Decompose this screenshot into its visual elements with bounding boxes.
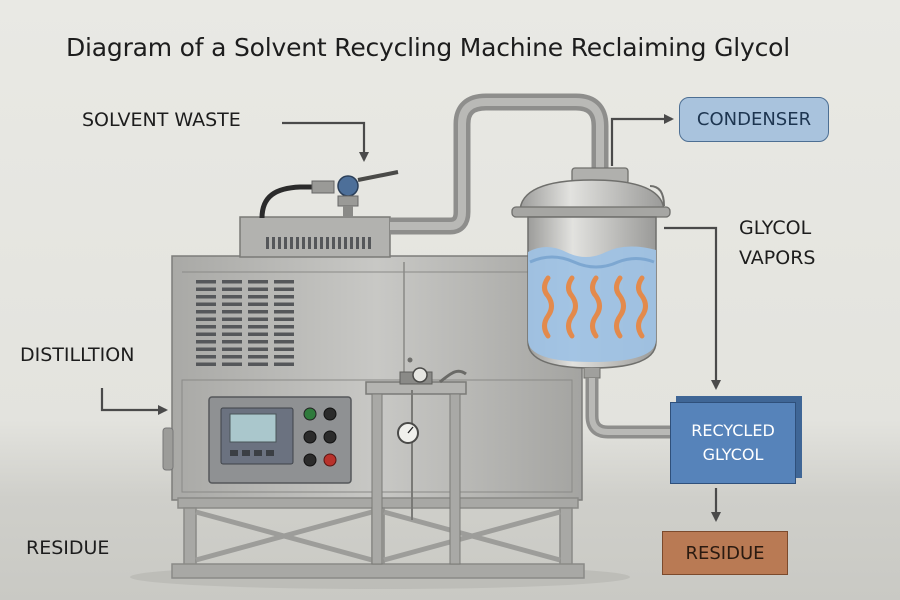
flame-squiggle <box>636 275 648 339</box>
top-vent-slot <box>296 237 299 249</box>
vent-slot <box>248 287 268 291</box>
control-panel <box>208 396 352 484</box>
top-vent-slot <box>344 237 347 249</box>
vent-slot <box>248 362 268 366</box>
top-vent-slot <box>326 237 329 249</box>
vent-slot <box>274 362 294 366</box>
vent-slot <box>248 302 268 306</box>
vent-slot <box>196 317 216 321</box>
label-residue-left: RESIDUE <box>26 537 110 559</box>
top-vent-slot <box>356 237 359 249</box>
flame-squiggle <box>590 275 602 339</box>
arrow-solvent-waste <box>282 121 369 162</box>
vent-slot <box>222 355 242 359</box>
residue-box-label: RESIDUE <box>685 542 765 564</box>
vent-slot <box>196 347 216 351</box>
vent-slot <box>248 317 268 321</box>
vent-slot <box>274 280 294 284</box>
vent-slot <box>196 287 216 291</box>
top-vent-slot <box>368 237 371 249</box>
top-vent-slot <box>302 237 305 249</box>
vent-slot <box>274 340 294 344</box>
vent-slot <box>248 332 268 336</box>
vent-slot <box>196 332 216 336</box>
vent-slot <box>196 280 216 284</box>
flame-squiggle <box>566 275 578 339</box>
vent-slot <box>196 355 216 359</box>
vent-slot <box>274 355 294 359</box>
vent-slot <box>196 295 216 299</box>
top-vent-slot <box>314 237 317 249</box>
top-vent-slot <box>290 237 293 249</box>
label-glycol-vapors-line2: VAPORS <box>739 247 816 269</box>
vent-slot <box>248 325 268 329</box>
label-solvent-waste: SOLVENT WASTE <box>82 109 241 131</box>
top-vent-slot <box>332 237 335 249</box>
vent-slot <box>222 332 242 336</box>
recycled-glycol-line2: GLYCOL <box>702 445 764 464</box>
vent-slot <box>274 325 294 329</box>
top-vent-slot <box>266 237 269 249</box>
arrow-distillation <box>100 388 168 415</box>
condenser-box: CONDENSER <box>679 97 829 142</box>
diagram-title: Diagram of a Solvent Recycling Machine R… <box>66 33 790 62</box>
vent-slot <box>248 280 268 284</box>
top-vent-slot <box>284 237 287 249</box>
gauge-stand <box>365 367 467 565</box>
label-glycol-vapors: GLYCOL VAPORS <box>739 213 815 273</box>
vent-slot <box>196 325 216 329</box>
feed-valve <box>259 170 399 219</box>
arrow-glycol-vapors <box>664 226 721 390</box>
top-vent-slot <box>320 237 323 249</box>
top-vent-slot <box>362 237 365 249</box>
vent-slot <box>248 355 268 359</box>
vent-slot <box>222 287 242 291</box>
vent-slot <box>196 302 216 306</box>
vent-slot <box>248 295 268 299</box>
vent-slot <box>274 302 294 306</box>
vent-slot <box>222 280 242 284</box>
vent-slot <box>222 295 242 299</box>
label-distillation: DISTILLTION <box>20 344 135 366</box>
vent-slot <box>274 310 294 314</box>
vent-slot <box>222 340 242 344</box>
top-vent-slot <box>308 237 311 249</box>
condenser-label: CONDENSER <box>696 109 812 130</box>
vent-slot <box>196 362 216 366</box>
vent-slot <box>222 325 242 329</box>
vent-slot <box>248 340 268 344</box>
vent-slot <box>274 332 294 336</box>
vent-slot <box>222 310 242 314</box>
vent-slot <box>222 347 242 351</box>
residue-box: RESIDUE <box>662 531 788 575</box>
vent-slot <box>248 310 268 314</box>
recycled-glycol-line1: RECYCLED <box>691 421 775 440</box>
vent-slot <box>222 362 242 366</box>
vent-slot <box>222 317 242 321</box>
vent-grille <box>196 280 294 366</box>
recycled-glycol-box: RECYCLED GLYCOL <box>670 402 796 484</box>
vent-slot <box>196 310 216 314</box>
arrow-condenser <box>610 114 674 166</box>
top-vent-slot <box>272 237 275 249</box>
outlet-pipe <box>585 378 674 439</box>
glycol-tank <box>511 167 671 379</box>
vent-slot <box>274 287 294 291</box>
flame-squiggle <box>542 275 554 339</box>
top-vent-slot <box>278 237 281 249</box>
vent-slot <box>248 347 268 351</box>
top-vent-slot <box>338 237 341 249</box>
vent-slot <box>274 295 294 299</box>
label-glycol-vapors-line1: GLYCOL <box>739 217 812 239</box>
vent-slot <box>222 302 242 306</box>
flame-squiggle <box>614 275 626 339</box>
top-vent-slot <box>350 237 353 249</box>
top-unit <box>239 216 391 258</box>
vent-slot <box>274 317 294 321</box>
vent-slot <box>196 340 216 344</box>
vent-slot <box>274 347 294 351</box>
